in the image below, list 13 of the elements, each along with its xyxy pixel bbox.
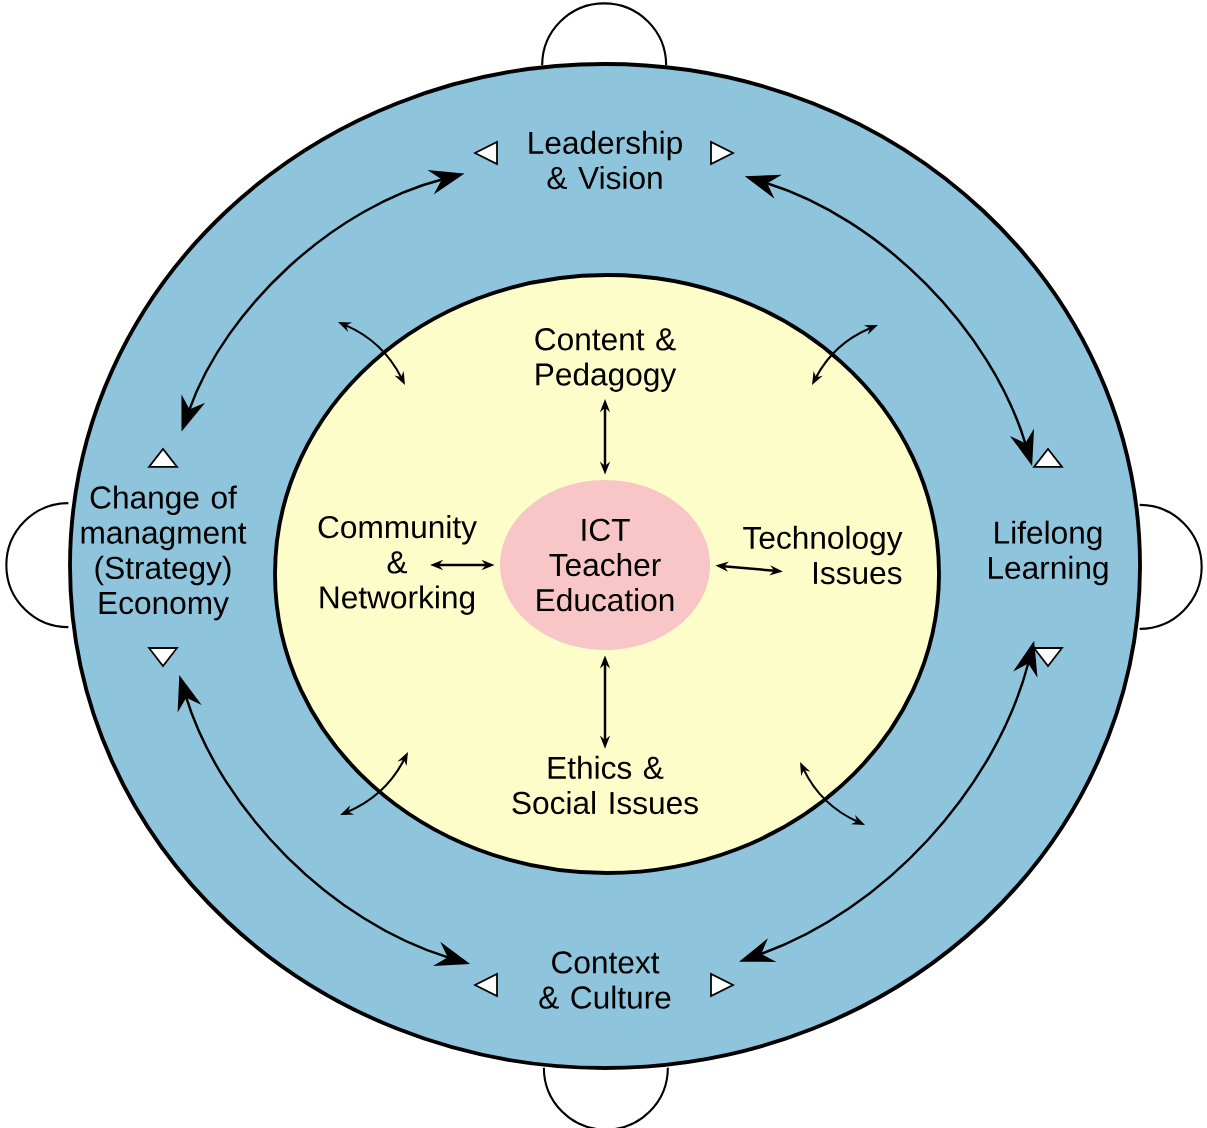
- topic-label: Content & Pedagogy: [535, 328, 677, 392]
- ring-label: Leadership & Vision: [529, 130, 682, 190]
- inner-circle: [273, 273, 941, 875]
- topic-label: Ethics & Social Issues: [512, 755, 698, 815]
- semicircle-tab: [542, 1067, 669, 1128]
- ring-label: Context & Culture: [539, 951, 671, 1009]
- semicircle-tab: [5, 502, 70, 629]
- semicircle-tab: [541, 2, 668, 67]
- ring-label: Change of managment (Strategy) Economy: [81, 485, 247, 621]
- topic-label: Technology Issues: [743, 525, 903, 585]
- topic-label: Community & Networking: [318, 515, 477, 615]
- ring-label: Lifelong Learning: [989, 520, 1108, 586]
- semicircle-tab: [1139, 503, 1203, 630]
